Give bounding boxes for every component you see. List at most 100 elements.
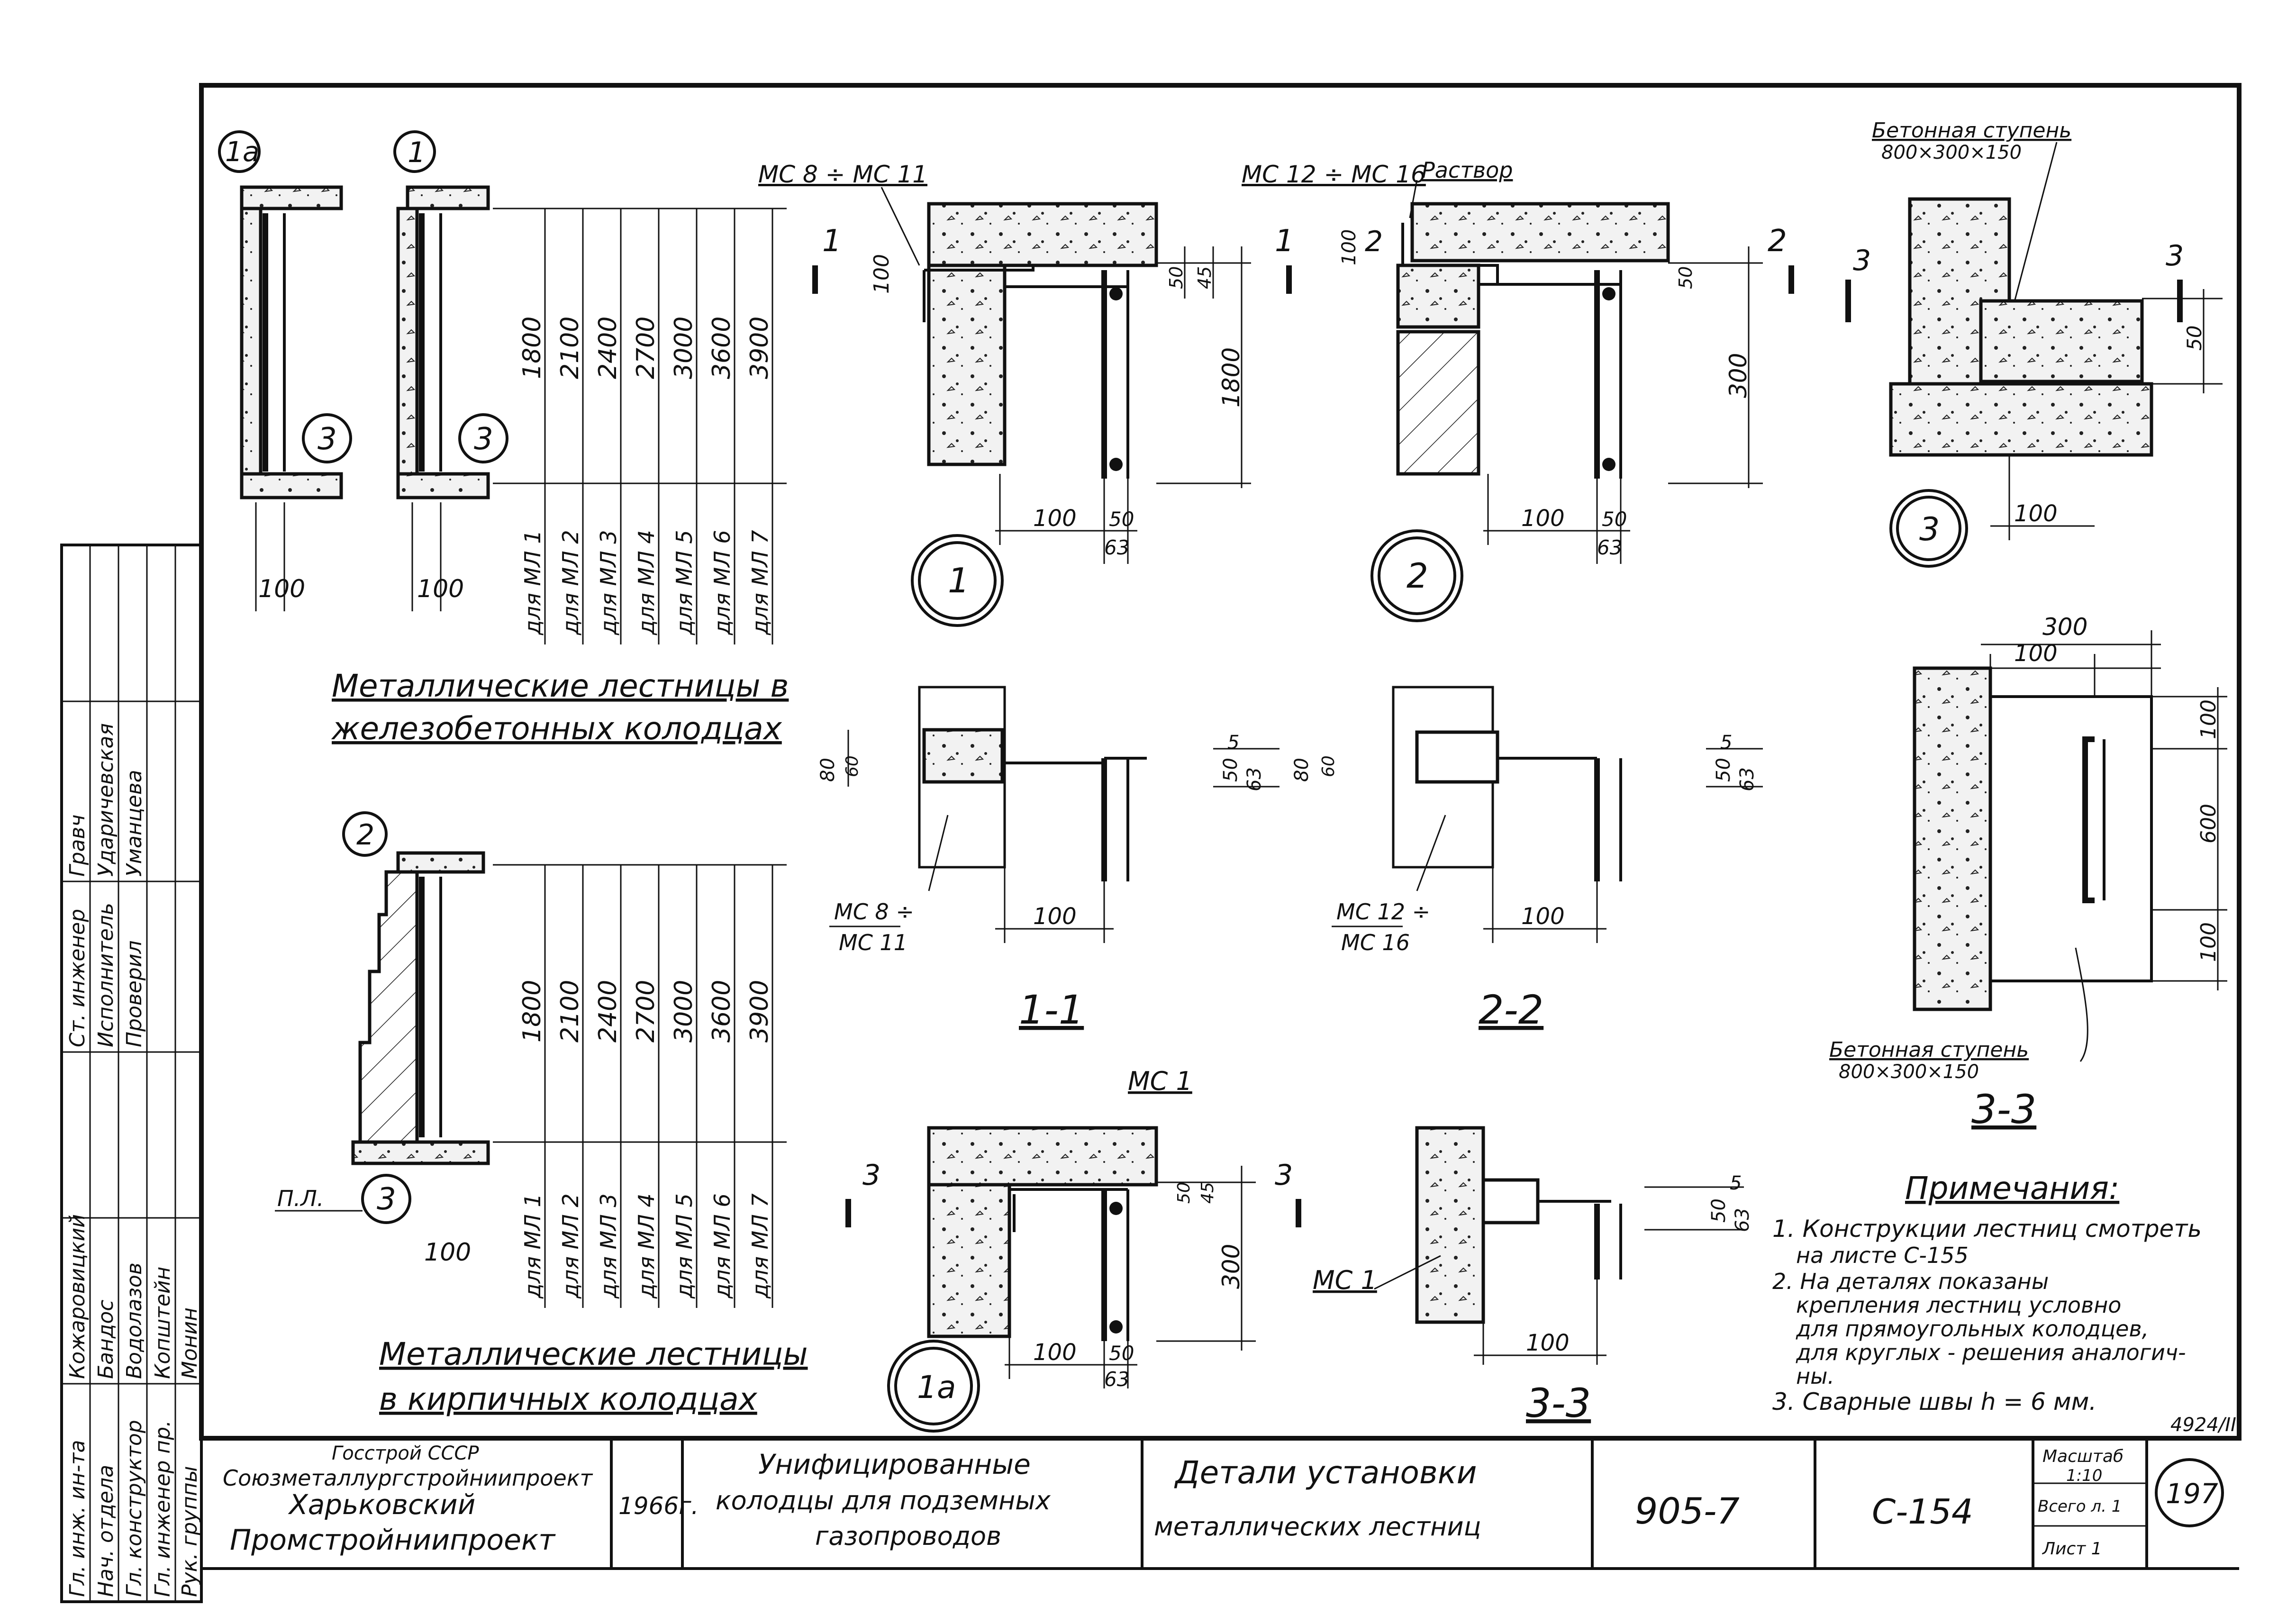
svg-text:Промстройниипроект: Промстройниипроект <box>230 1524 556 1557</box>
svg-text:Унифицированные: Унифицированные <box>758 1448 1031 1480</box>
svg-text:МС 8 ÷: МС 8 ÷ <box>834 899 914 925</box>
svg-text:2: 2 <box>356 818 374 852</box>
svg-text:300: 300 <box>2042 613 2087 641</box>
svg-text:1: 1 <box>1275 224 1294 259</box>
svg-text:3: 3 <box>474 422 493 457</box>
svg-text:3000: 3000 <box>670 980 698 1043</box>
title-block: Госстрой СССР Союзметаллургстройниипроек… <box>201 1437 2239 1570</box>
svg-text:для МЛ 3: для МЛ 3 <box>596 530 621 635</box>
svg-text:Гл. инж. ин-та: Гл. инж. ин-та <box>65 1440 90 1597</box>
svg-text:Ударичевская: Ударичевская <box>94 723 118 877</box>
svg-text:С-154: С-154 <box>1872 1492 1973 1532</box>
svg-text:1: 1 <box>948 561 970 600</box>
svg-text:1: 1 <box>408 136 426 169</box>
svg-text:Кожаровицкий: Кожаровицкий <box>65 1214 90 1379</box>
svg-text:1: 1 <box>822 224 842 259</box>
detail-3-section: Бетонная ступень 800×300×150 3 3 50 100 … <box>1845 118 2223 568</box>
svg-text:для МЛ 1: для МЛ 1 <box>520 530 545 635</box>
side-stamp: Гл. инж. ин-та Нач. отдела Гл. конструкт… <box>60 544 203 1603</box>
svg-text:5: 5 <box>1730 1172 1742 1194</box>
svg-text:Уманцева: Уманцева <box>122 770 146 877</box>
svg-text:1966г.: 1966г. <box>618 1492 699 1520</box>
svg-text:Нач. отдела: Нач. отдела <box>94 1465 118 1597</box>
svg-text:3: 3 <box>2166 239 2184 272</box>
svg-text:100: 100 <box>1526 1330 1570 1356</box>
svg-text:для МЛ 5: для МЛ 5 <box>672 530 697 635</box>
svg-text:100: 100 <box>2014 640 2058 667</box>
svg-text:2. На деталях показаны: 2. На деталях показаны <box>1772 1269 2049 1294</box>
svg-text:для МЛ 3: для МЛ 3 <box>596 1193 621 1299</box>
section-2-2-plan: 80 60 50 63 5 100 МС 12 ÷ МС 16 2-2 <box>1291 686 1763 1033</box>
svg-text:Госстрой СССР: Госстрой СССР <box>332 1443 479 1464</box>
svg-text:197: 197 <box>2166 1478 2218 1510</box>
svg-text:45: 45 <box>1194 266 1215 289</box>
detail-1a-elevation: 1а 3 100 <box>218 130 352 611</box>
svg-text:Бандос: Бандос <box>94 1300 118 1379</box>
section-1-1-plan: 80 60 50 63 5 100 МС 8 ÷ МС 11 1-1 <box>817 686 1280 1033</box>
svg-text:3900: 3900 <box>745 980 774 1043</box>
svg-text:100: 100 <box>1521 505 1565 532</box>
svg-text:2400: 2400 <box>594 980 622 1043</box>
svg-text:100: 100 <box>1521 903 1565 930</box>
svg-text:Рук. группы: Рук. группы <box>178 1466 202 1597</box>
svg-text:для прямоугольных колодцев,: для прямоугольных колодцев, <box>1796 1316 2149 1342</box>
svg-text:металлических лестниц: металлических лестниц <box>1154 1512 1481 1542</box>
svg-text:100: 100 <box>870 254 894 294</box>
svg-text:для МЛ 7: для МЛ 7 <box>747 530 773 635</box>
svg-text:Проверил: Проверил <box>122 940 146 1047</box>
svg-text:3600: 3600 <box>708 980 736 1043</box>
svg-text:2: 2 <box>1407 556 1428 596</box>
svg-text:300: 300 <box>1724 353 1752 398</box>
svg-text:крепления лестниц условно: крепления лестниц условно <box>1796 1292 2121 1318</box>
svg-text:Исполнитель: Исполнитель <box>94 903 118 1047</box>
svg-text:800×300×150: 800×300×150 <box>1839 1061 1979 1083</box>
svg-text:газопроводов: газопроводов <box>815 1521 1001 1551</box>
svg-text:100: 100 <box>2014 500 2058 527</box>
svg-text:ны.: ны. <box>1796 1363 1834 1389</box>
detail-2-section: МС 12 ÷ МС 16 Раствор 2 100 2 300 50 100… <box>1242 157 1794 622</box>
svg-text:Гравч: Гравч <box>65 815 90 877</box>
svg-text:Копштейн: Копштейн <box>151 1267 175 1379</box>
svg-text:63: 63 <box>1732 1208 1753 1232</box>
svg-text:100: 100 <box>2196 922 2221 962</box>
svg-text:300: 300 <box>1217 1244 1245 1289</box>
svg-text:МС 1: МС 1 <box>1313 1265 1377 1295</box>
svg-text:1800: 1800 <box>1217 347 1245 408</box>
svg-text:для МЛ 1: для МЛ 1 <box>520 1193 545 1299</box>
svg-text:для МЛ 6: для МЛ 6 <box>709 530 735 635</box>
svg-text:колодцы для подземных: колодцы для подземных <box>716 1486 1051 1515</box>
svg-text:5: 5 <box>1227 732 1239 753</box>
svg-text:Всего л. 1: Всего л. 1 <box>2038 1497 2122 1516</box>
svg-text:50: 50 <box>2183 326 2206 351</box>
svg-text:МС 8 ÷ МС 11: МС 8 ÷ МС 11 <box>758 161 927 188</box>
svg-text:для МЛ 4: для МЛ 4 <box>634 1193 659 1299</box>
svg-text:1. Конструкции лестниц смотрет: 1. Конструкции лестниц смотреть <box>1772 1215 2202 1243</box>
svg-text:3600: 3600 <box>708 317 736 379</box>
svg-text:2400: 2400 <box>594 317 622 379</box>
svg-text:Примечания:: Примечания: <box>1905 1170 2119 1207</box>
svg-text:3: 3 <box>1853 244 1871 277</box>
svg-text:3000: 3000 <box>670 317 698 379</box>
svg-text:1:10: 1:10 <box>2066 1466 2102 1485</box>
svg-text:50: 50 <box>1109 508 1134 531</box>
svg-text:на листе С-155: на листе С-155 <box>1796 1243 1969 1268</box>
svg-text:Масштаб: Масштаб <box>2042 1447 2124 1466</box>
svg-text:Гл. конструктор: Гл. конструктор <box>122 1420 146 1597</box>
section-3-3-plan: 300 100 100 600 100 Бетонная ступень 800… <box>1829 613 2227 1133</box>
svg-text:50: 50 <box>1166 266 1187 289</box>
svg-text:100: 100 <box>417 575 464 603</box>
svg-text:2700: 2700 <box>632 317 660 379</box>
svg-text:50: 50 <box>1675 266 1696 289</box>
svg-text:60: 60 <box>843 755 862 777</box>
svg-text:50: 50 <box>1174 1182 1194 1204</box>
title-rc-wells-2: железобетонных колодцах <box>331 710 782 747</box>
svg-text:Гл. инженер пр.: Гл. инженер пр. <box>151 1420 175 1597</box>
title-section-1-1: 1-1 <box>1019 987 1084 1033</box>
svg-text:Бетонная ступень: Бетонная ступень <box>1829 1038 2029 1062</box>
svg-text:для МЛ 2: для МЛ 2 <box>558 1193 583 1299</box>
svg-text:Ст. инженер: Ст. инженер <box>65 909 90 1047</box>
svg-text:МС 12 ÷ МС 16: МС 12 ÷ МС 16 <box>1242 161 1426 188</box>
svg-text:3. Сварные швы h = 6 мм.: 3. Сварные швы h = 6 мм. <box>1772 1388 2096 1415</box>
svg-text:50: 50 <box>1708 1198 1730 1223</box>
